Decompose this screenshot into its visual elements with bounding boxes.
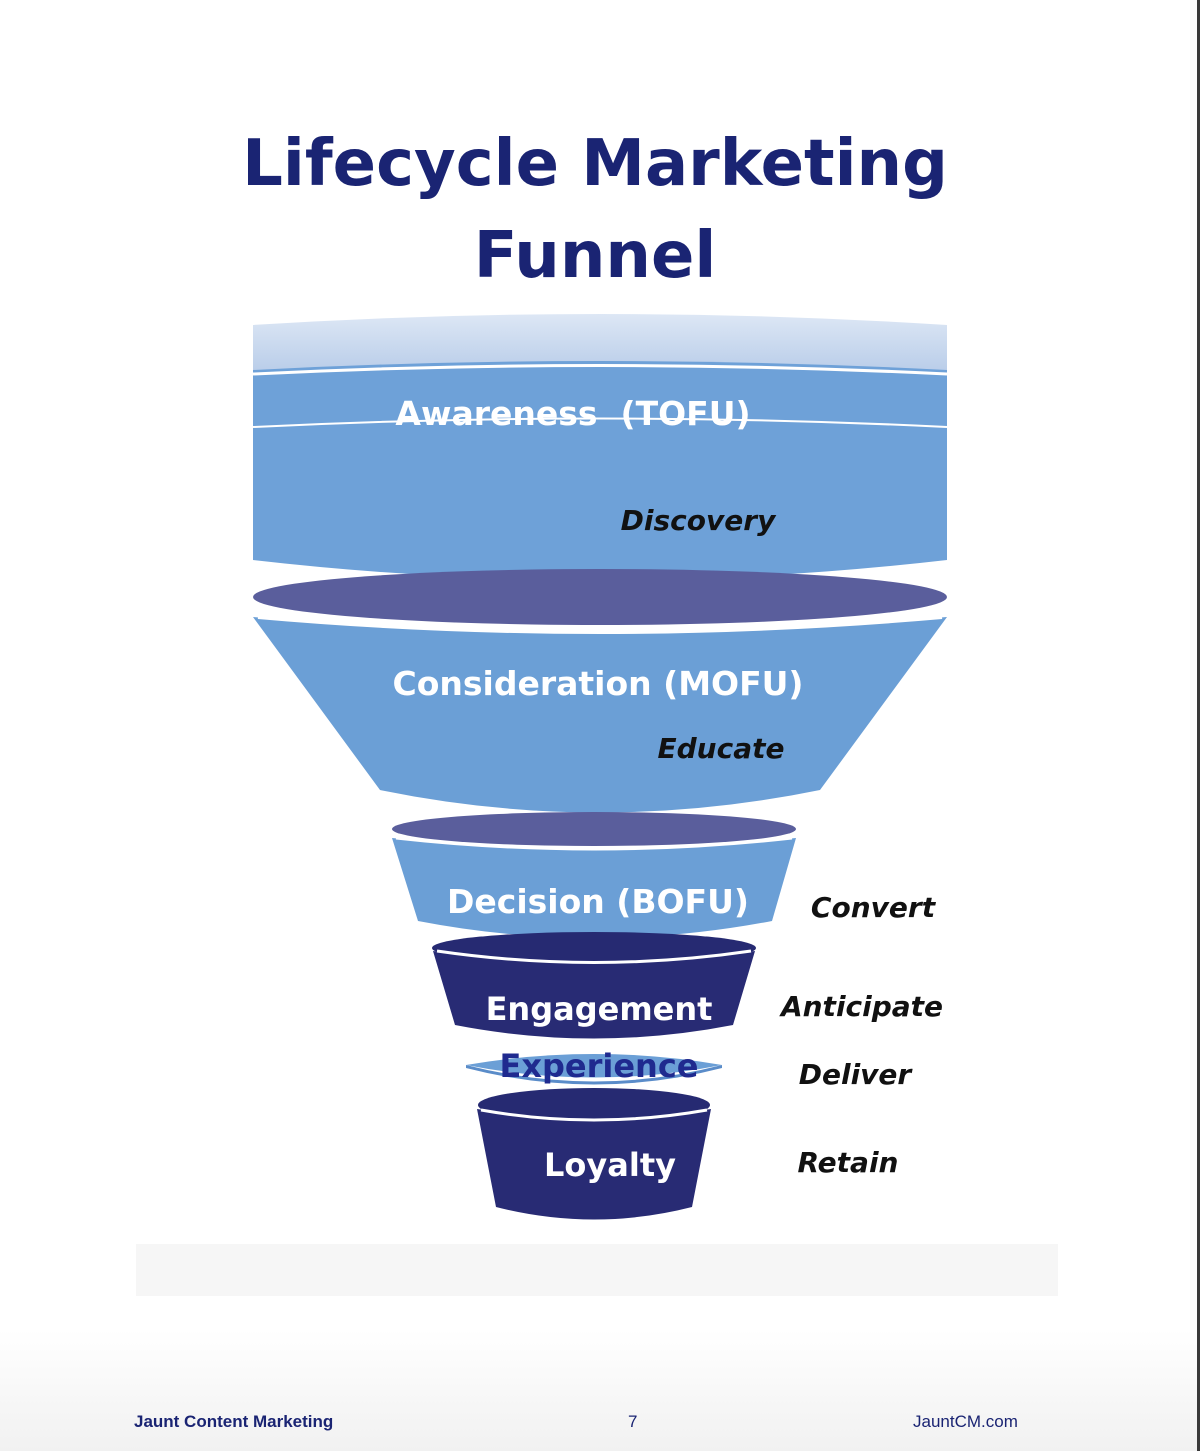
stage-name-consideration: Consideration (MOFU) <box>392 664 803 703</box>
funnel-segment-decision <box>392 812 796 938</box>
footer-website[interactable]: JauntCM.com <box>913 1412 1018 1431</box>
action-label-anticipate: Anticipate <box>779 990 943 1023</box>
page-title: Lifecycle Marketing Funnel <box>0 118 1190 302</box>
funnel-segment-awareness <box>252 314 948 580</box>
stage-name-experience: Experience <box>499 1047 698 1085</box>
funnel-segment-experience <box>466 1054 722 1085</box>
title-line-2: Funnel <box>473 219 717 293</box>
funnel-segment-engagement <box>432 932 756 1039</box>
placeholder-bar <box>136 1244 1058 1296</box>
action-label-convert: Convert <box>811 891 937 924</box>
page-footer: Jaunt Content Marketing 7 JauntCM.com <box>0 1412 1197 1436</box>
action-label-deliver: Deliver <box>799 1058 914 1091</box>
funnel-diagram: Awareness (TOFU) Consideration (MOFU) De… <box>252 314 948 1220</box>
footer-page-number: 7 <box>628 1412 638 1431</box>
stage-name-decision: Decision (BOFU) <box>447 882 749 921</box>
page-edge <box>1197 0 1200 1451</box>
action-label-educate: Educate <box>658 732 785 765</box>
funnel-segment-consideration <box>253 569 947 813</box>
page-bottom-shade <box>0 1330 1197 1451</box>
title-line-1: Lifecycle Marketing <box>242 127 948 201</box>
action-label-discovery: Discovery <box>621 504 777 537</box>
action-label-retain: Retain <box>798 1146 899 1179</box>
stage-name-engagement: Engagement <box>486 990 713 1028</box>
footer-company: Jaunt Content Marketing <box>134 1412 334 1431</box>
stage-name-loyalty: Loyalty <box>544 1146 676 1184</box>
funnel-segment-loyalty <box>477 1088 711 1220</box>
stage-name-awareness: Awareness (TOFU) <box>395 394 750 433</box>
